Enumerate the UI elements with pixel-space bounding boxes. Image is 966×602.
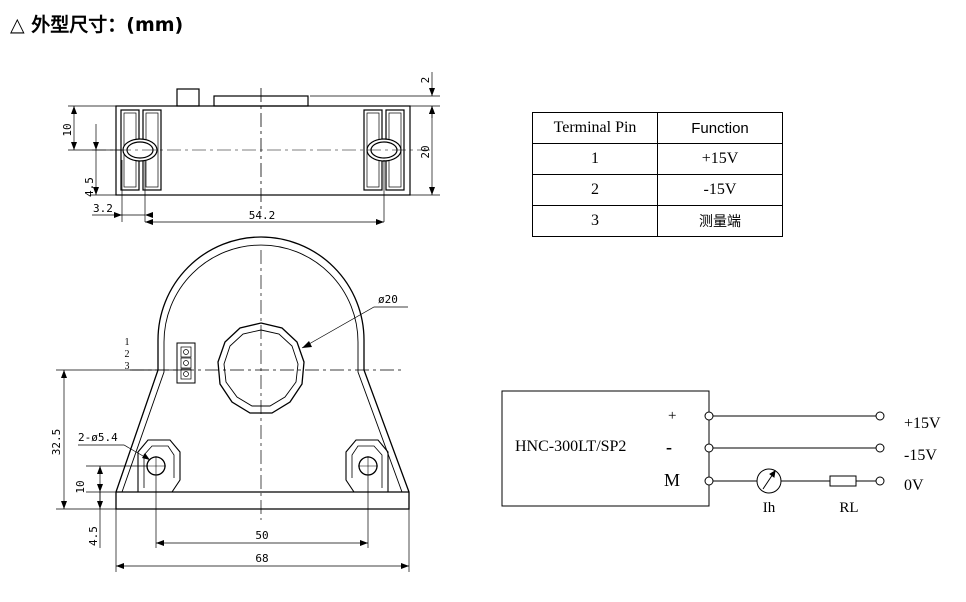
dim-pin-offset: 4.5 — [83, 177, 96, 197]
pin-label-1: 1 — [125, 337, 130, 348]
table-row: 1 +15V — [532, 143, 783, 175]
top-view — [92, 88, 430, 210]
terminal-m: M — [664, 470, 680, 490]
dim-mount-holes: 2-ø5.4 — [78, 431, 118, 444]
function-cell: -15V — [657, 174, 783, 206]
resistor-icon — [829, 475, 857, 487]
function-cell: +15V — [657, 143, 783, 175]
title-unit: (mm) — [126, 14, 184, 36]
pin-cell: 2 — [532, 174, 658, 206]
output-minus15v: -15V — [904, 447, 937, 464]
output-plus15v: +15V — [904, 415, 941, 432]
output-0v: 0V — [904, 477, 924, 494]
dim-hole-height: 10 — [74, 480, 87, 493]
table-header-row: Terminal Pin Function — [532, 112, 783, 144]
pin-cell: 3 — [532, 205, 658, 237]
triangle-icon: △ — [10, 14, 25, 36]
dim-total-width: 68 — [255, 552, 268, 565]
dim-top-gap: 2 — [419, 77, 432, 84]
title-text: 外型尺寸： — [31, 14, 127, 36]
front-view — [115, 236, 410, 520]
dim-width: 54.2 — [249, 209, 276, 222]
page-title: △ 外型尺寸：(mm) — [10, 10, 183, 37]
resistor-label: RL — [839, 500, 858, 516]
dim-base-height: 4.5 — [87, 526, 100, 546]
dim-pin-height: 10 — [61, 123, 74, 136]
table-row: 2 -15V — [532, 174, 783, 206]
table-row: 3 测量端 — [532, 205, 783, 237]
circuit-diagram — [501, 390, 885, 507]
header-terminal-pin: Terminal Pin — [532, 112, 658, 144]
meter-label: Ih — [763, 500, 776, 516]
dim-hole-dia: ø20 — [378, 293, 398, 306]
function-cell: 测量端 — [657, 205, 783, 237]
dim-height: 20 — [419, 145, 432, 158]
dim-edge-offset: 3.2 — [93, 202, 113, 215]
terminal-minus: - — [666, 437, 672, 457]
pin-cell: 1 — [532, 143, 658, 175]
pin-label-2: 2 — [125, 349, 130, 360]
terminal-plus: + — [668, 408, 676, 424]
pin-table: Terminal Pin Function 1 +15V 2 -15V 3 测量… — [532, 112, 783, 237]
front-view-arrows — [61, 341, 409, 569]
header-function: Function — [657, 112, 783, 144]
dim-hole-spacing: 50 — [255, 529, 268, 542]
top-view-arrows — [71, 88, 435, 225]
pin-label-3: 3 — [125, 361, 130, 372]
meter-icon — [756, 468, 782, 494]
dim-total-height: 32.5 — [50, 429, 63, 456]
device-label: HNC-300LT/SP2 — [515, 438, 626, 455]
